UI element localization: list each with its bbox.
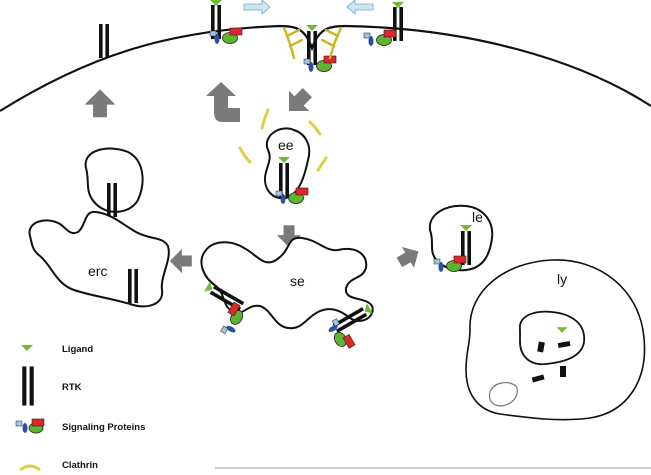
membrane-receptor-signaling-1 xyxy=(209,0,243,45)
legend-label-clathrin: Clathrin xyxy=(62,460,98,471)
clathrin-icon xyxy=(19,464,41,472)
legend-label-rtk: RTK xyxy=(62,382,82,393)
ee-label: ee xyxy=(278,137,294,153)
se-to-erc-arrow xyxy=(169,248,192,274)
recycling-vesicle xyxy=(84,147,144,213)
lysosome-small-vesicle xyxy=(488,382,518,407)
legend-label-signaling: Signaling Proteins xyxy=(62,422,145,433)
fast-recycle-arrow xyxy=(206,82,240,122)
plasma-membrane xyxy=(0,24,651,112)
membrane-receptor-left xyxy=(99,24,109,58)
ly-label: ly xyxy=(557,271,567,287)
se-label: se xyxy=(290,273,305,289)
legend: Ligand RTK Signaling Proteins Clathrin xyxy=(15,344,145,472)
legend-label-ligand: Ligand xyxy=(62,344,93,355)
le-label: le xyxy=(472,209,483,225)
rtk-icon xyxy=(22,366,34,406)
endocytic-recycling-compartment xyxy=(28,210,170,308)
recycle-up-arrow xyxy=(84,89,116,118)
erc-label: erc xyxy=(88,263,107,279)
ligand-icon xyxy=(21,345,33,351)
internalize-arrow xyxy=(278,82,318,122)
clathrin-fragments xyxy=(238,108,328,172)
lysosome-inner-vesicle xyxy=(519,310,585,366)
signaling-proteins-icon xyxy=(15,418,45,434)
sorting-endosome xyxy=(200,236,374,330)
degraded-receptor-fragments xyxy=(531,340,571,383)
clathrin-coat-pit xyxy=(282,26,343,60)
lateral-movement-arrows xyxy=(243,0,374,15)
se-to-le-arrow xyxy=(393,240,425,273)
